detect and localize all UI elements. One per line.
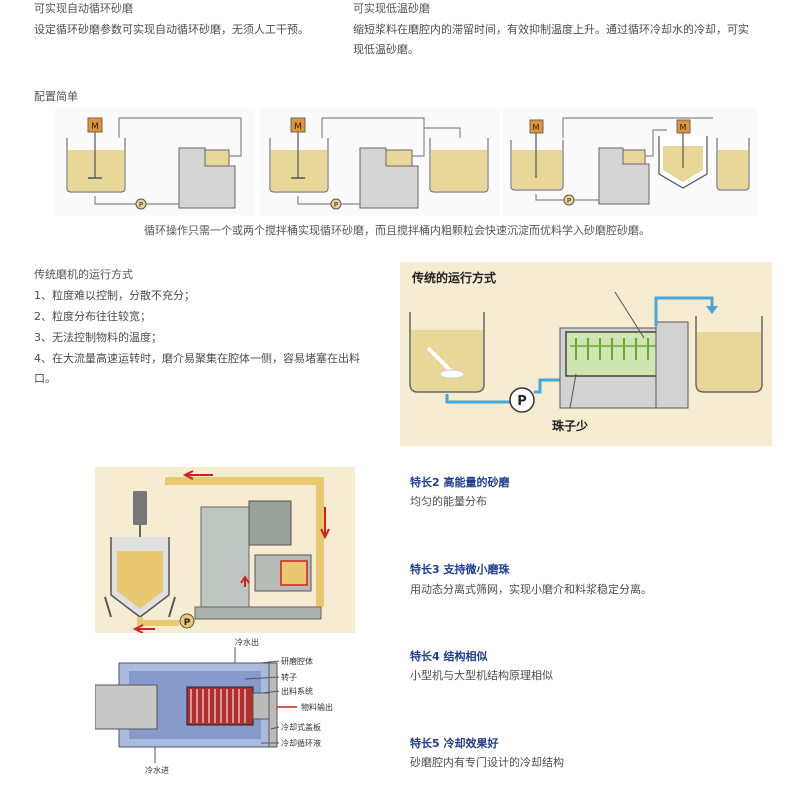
- label-rotor: 转子: [281, 672, 297, 682]
- grinding-chamber: [280, 560, 308, 586]
- motor-icon: [248, 500, 292, 546]
- pump-label: P: [334, 201, 338, 209]
- auto-cycle-title: 可实现自动循环砂磨: [34, 2, 133, 15]
- feature-4-title: 特长4 结构相似: [410, 650, 488, 663]
- feature-4-text: 小型机与大型机结构原理相似: [410, 669, 553, 682]
- mill-body: [178, 147, 236, 209]
- pump-label: P: [184, 618, 191, 628]
- feature-3-text: 用动态分离式筛网，实现小磨介和料浆稳定分离。: [410, 583, 652, 596]
- label-discharge-system: 出料系统: [281, 686, 313, 696]
- label-chamber: 研磨腔体: [281, 656, 313, 666]
- figure-note: 珠子少: [552, 418, 588, 433]
- pump-label: P: [517, 394, 527, 409]
- tank-fill: [68, 150, 124, 191]
- traditional-operation-figure: 传统的运行方式 P 珠子少: [400, 262, 772, 446]
- auto-cycle-text: 设定循环砂磨参数可实现自动循环砂磨，无须人工干预。: [34, 23, 309, 36]
- feature-3-title: 特长3 支持微小磨珠: [410, 563, 510, 576]
- mill-frame: [200, 506, 250, 618]
- pump-label: P: [567, 197, 571, 205]
- traditional-item-4: 4、在大流量高速运转时，磨介易聚集在腔体一侧，容易堵塞在出料: [34, 352, 360, 365]
- rotor-section: [186, 686, 254, 726]
- cycle-diagram-two: M P: [260, 108, 500, 216]
- low-temp-title: 可实现低温砂磨: [353, 2, 430, 15]
- traditional-title: 传统磨机的运行方式: [34, 268, 133, 281]
- label-cooling-liquid: 冷却循环液: [281, 738, 321, 748]
- low-temp-text-1: 缩短浆料在磨腔内的滞留时间，有效抑制温度上升。通过循环冷却水的冷却，可实: [353, 23, 749, 36]
- figure-title: 传统的运行方式: [411, 270, 496, 285]
- label-cold-in: 冷水进: [145, 765, 169, 775]
- config-caption: 循环操作只需一个或两个搅拌桶实现循环砂磨，而且搅拌桶内粗颗粒会快速沉淀而优料学入…: [144, 224, 650, 237]
- motor-label: M: [91, 122, 99, 132]
- feature-2-title: 特长2 高能量的砂磨: [410, 476, 510, 489]
- motor-label: M: [294, 122, 302, 132]
- config-title: 配置简单: [34, 90, 78, 103]
- pump-icon: [179, 613, 195, 629]
- label-cold-out: 冷水出: [235, 637, 259, 647]
- motor-label: M: [680, 123, 687, 132]
- traditional-item-2: 2、粒度分布往往较宽；: [34, 310, 151, 323]
- pump-icon: [509, 387, 535, 413]
- low-temp-text-2: 现低温砂磨。: [353, 43, 419, 56]
- tank-outline: [66, 138, 126, 193]
- cycle-diagram-three: M P M: [503, 108, 757, 216]
- machine-structure-figure: P 冷水出 冷水进 研磨腔体 转子 出料系统 物料输出 冷却式盖板 冷却循环液: [95, 467, 355, 787]
- traditional-item-5: 口。: [34, 372, 56, 385]
- traditional-item-3: 3、无法控制物料的温度；: [34, 331, 162, 344]
- motor-label: M: [533, 123, 540, 132]
- feature-5-title: 特长5 冷却效果好: [410, 737, 499, 750]
- feature-2-text: 均匀的能量分布: [410, 495, 487, 508]
- label-material-out: 物料输出: [301, 702, 333, 712]
- label-cooling-cover: 冷却式盖板: [281, 722, 321, 732]
- return-pipe: [165, 477, 324, 607]
- drive-shaft: [95, 684, 158, 730]
- feature-5-text: 砂磨腔内有专门设计的冷却结构: [410, 756, 564, 769]
- cycle-diagram-one: M P: [55, 108, 255, 216]
- pump-label: P: [139, 201, 143, 209]
- traditional-item-1: 1、粒度难以控制，分散不充分；: [34, 289, 195, 302]
- flow-arrow: [182, 470, 213, 480]
